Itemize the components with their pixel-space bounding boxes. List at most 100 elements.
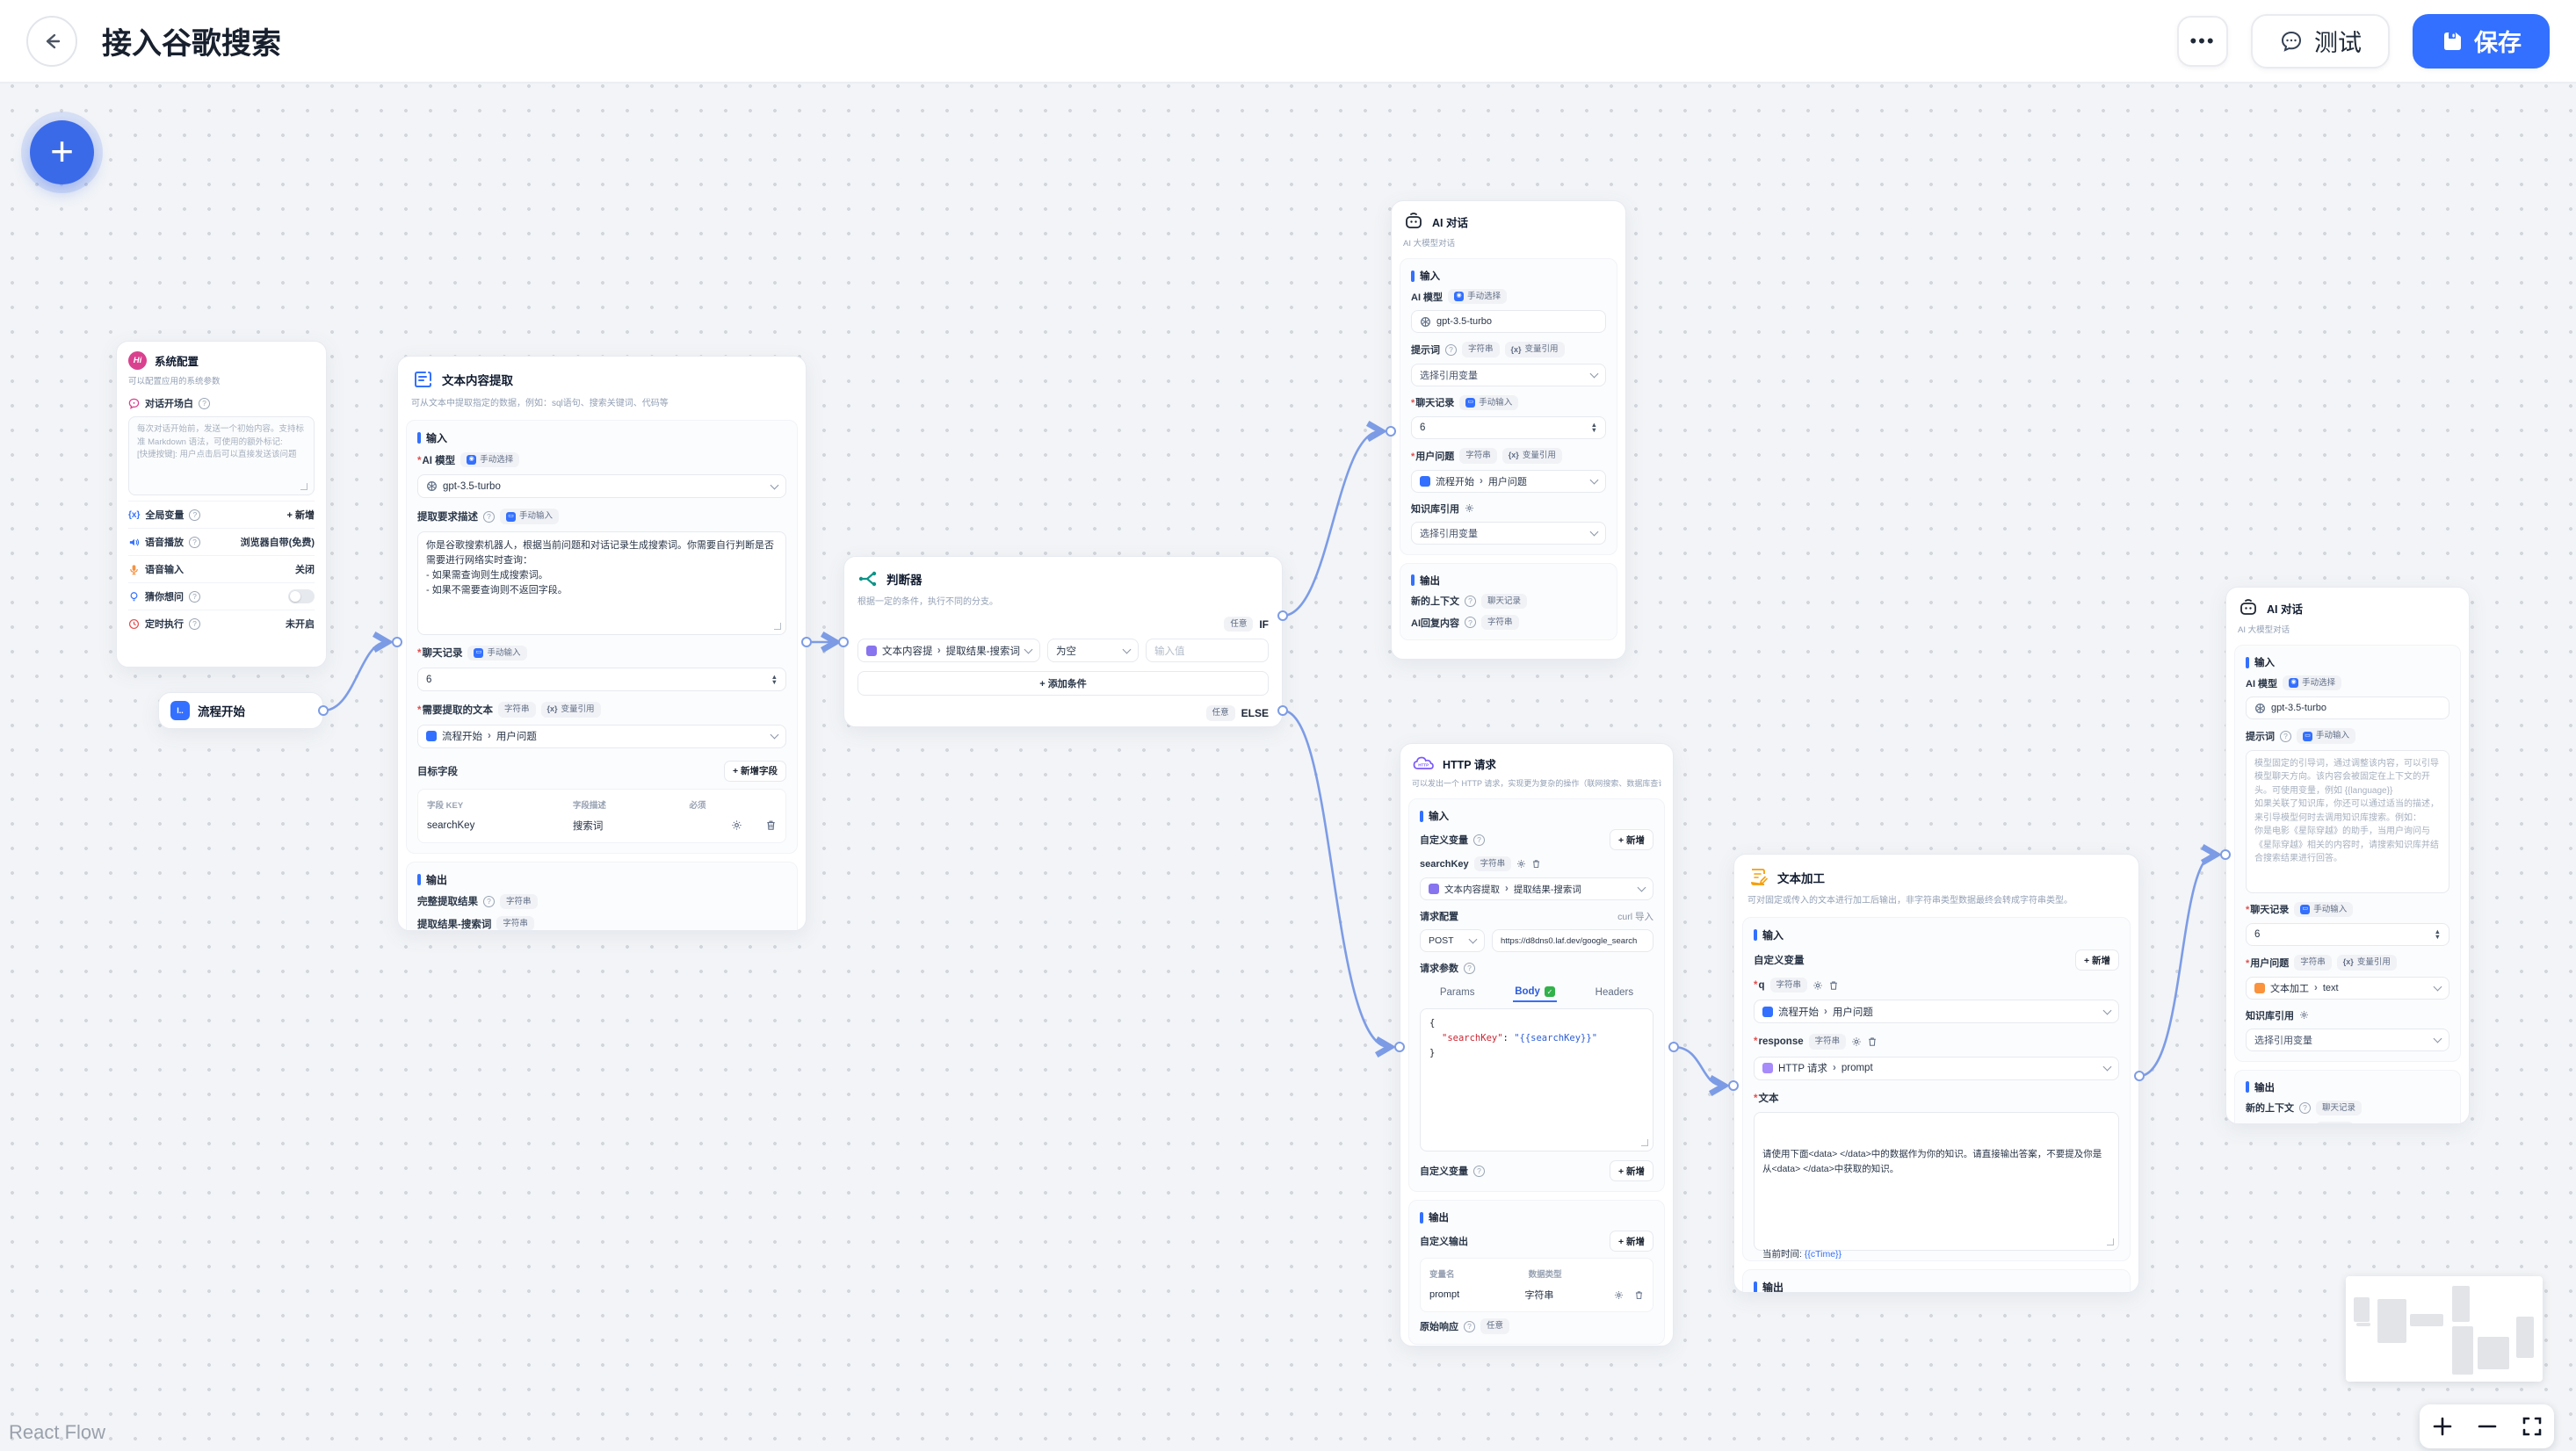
var-response-select[interactable]: HTTP 请求prompt: [1754, 1056, 2119, 1080]
handle-flow-start-out[interactable]: [318, 705, 329, 716]
welcome-textarea[interactable]: 每次对话开始前，发送一个初始内容。支持标准 Markdown 语法，可使用的额外…: [128, 416, 315, 495]
handle-extract-in[interactable]: [392, 637, 402, 647]
var-ref-badge[interactable]: {x}变量引用: [1501, 448, 1562, 464]
handle-http-out[interactable]: [1668, 1042, 1679, 1052]
manual-input-badge[interactable]: ▭手动输入: [500, 509, 560, 524]
node-ai-chat-right[interactable]: AI 对话 AI 大模型对话 输入 AI 模型 ◉手动选择 gpt-3.5-tu…: [2225, 587, 2470, 1124]
node-text-process[interactable]: 文本加工 可对固定或传入的文本进行加工后输出，非字符串类型数据最终会转成字符串类…: [1733, 854, 2139, 1293]
require-textarea[interactable]: 你是谷歌搜索机器人，根据当前问题和对话记录生成搜索词。你需要自行判断是否需要进行…: [417, 531, 786, 635]
add-custom-var-button[interactable]: + 新增: [2074, 949, 2119, 971]
chat-history-input[interactable]: 6: [417, 668, 786, 692]
node-http-request[interactable]: HTTP HTTP 请求 可以发出一个 HTTP 请求，实现更为复杂的操作（联网…: [1400, 743, 1674, 1346]
var-ref-badge[interactable]: {x}变量引用: [2336, 955, 2397, 971]
condition-value-input[interactable]: 输入值: [1146, 639, 1269, 663]
zoom-out-icon[interactable]: [2476, 1415, 2499, 1438]
add-field-button[interactable]: + 新增字段: [723, 760, 786, 782]
gear-icon[interactable]: [1614, 1290, 1624, 1300]
kb-ref-select[interactable]: 选择引用变量: [2246, 1028, 2449, 1051]
handle-ai-top-in[interactable]: [1386, 426, 1396, 437]
condition-variable-select[interactable]: 文本内容提取提取结果-搜索词: [857, 639, 1040, 663]
more-button[interactable]: •••: [2177, 15, 2228, 67]
resize-handle-icon[interactable]: [1641, 1139, 1648, 1147]
node-ai-chat-top[interactable]: AI 对话 AI 大模型对话 输入 AI 模型 ◉手动选择 gpt-3.5-tu…: [1391, 200, 1626, 660]
react-flow-attribution[interactable]: React Flow: [9, 1421, 106, 1443]
curl-import-button[interactable]: curl 导入: [1617, 911, 1653, 922]
manual-select-badge[interactable]: ◉手动选择: [2283, 675, 2342, 691]
text-template-editor[interactable]: 请使用下面<data> </data>中的数据作为你的知识。请直接输出答案，不要…: [1754, 1111, 2119, 1260]
prompt-textarea[interactable]: 模型固定的引导词，通过调整该内容，可以引导模型聊天方向。该内容会被固定在上下文的…: [2246, 749, 2449, 893]
resize-handle-icon[interactable]: [300, 483, 308, 490]
handle-ai-right-in[interactable]: [2220, 849, 2231, 860]
manual-select-badge[interactable]: ◉手动选择: [1448, 289, 1508, 305]
gear-icon[interactable]: [731, 819, 742, 831]
var-ref-select[interactable]: 文本内容提取提取结果-搜索词: [1420, 877, 1653, 901]
node-flow-start[interactable]: I.. 流程开始: [158, 692, 323, 729]
any-badge[interactable]: 任意: [1205, 705, 1235, 721]
model-select[interactable]: gpt-3.5-turbo: [417, 474, 786, 499]
handle-condition-if-out[interactable]: [1277, 610, 1288, 621]
add-custom-var-button[interactable]: + 新增: [1609, 829, 1653, 850]
trash-icon[interactable]: [1634, 1290, 1644, 1300]
gear-icon[interactable]: [1813, 980, 1823, 991]
tts-row[interactable]: 语音播放 浏览器自带(免费): [128, 528, 315, 549]
minimap[interactable]: [2346, 1276, 2543, 1382]
condition-operator-select[interactable]: 为空: [1047, 639, 1139, 663]
stt-row[interactable]: 语音输入 关闭: [128, 555, 315, 576]
resize-handle-icon[interactable]: [774, 622, 781, 630]
stepper-icon[interactable]: [1591, 422, 1597, 433]
manual-input-badge[interactable]: ▭手动输入: [2294, 901, 2354, 918]
handle-text-process-in[interactable]: [1728, 1080, 1739, 1091]
resize-handle-icon[interactable]: [2107, 1238, 2114, 1245]
gear-icon[interactable]: [1851, 1036, 1862, 1047]
manual-input-badge[interactable]: ▭手动输入: [2297, 728, 2356, 744]
chat-history-input[interactable]: 6: [1411, 416, 1606, 440]
source-select[interactable]: 流程开始用户问题: [417, 724, 786, 748]
trash-icon[interactable]: [1531, 859, 1541, 869]
chat-history-input[interactable]: 6: [2246, 923, 2449, 947]
kb-ref-select[interactable]: 选择引用变量: [1411, 521, 1606, 545]
body-json-editor[interactable]: { "searchKey": "{{searchKey}}" }: [1420, 1008, 1653, 1152]
manual-input-badge[interactable]: ▭手动输入: [1459, 394, 1519, 411]
gear-icon[interactable]: [2299, 1010, 2309, 1020]
trash-icon[interactable]: [765, 819, 777, 831]
var-q-select[interactable]: 流程开始用户问题: [1754, 1000, 2119, 1024]
url-input[interactable]: https://d8dns0.laf.dev/google_search: [1492, 929, 1653, 953]
tab-params[interactable]: Params: [1439, 987, 1475, 999]
method-select[interactable]: POST: [1420, 929, 1485, 953]
handle-condition-in[interactable]: [838, 637, 849, 647]
test-button[interactable]: 测试: [2251, 13, 2390, 69]
stepper-icon[interactable]: [2435, 929, 2441, 940]
handle-http-in[interactable]: [1394, 1042, 1405, 1052]
manual-input-badge[interactable]: ▭手动输入: [467, 645, 527, 661]
prompt-var-select[interactable]: 选择引用变量: [1411, 363, 1606, 386]
add-node-button[interactable]: +: [30, 120, 94, 184]
node-text-extract[interactable]: 文本内容提取 可从文本中提取指定的数据，例如：sql语句、搜索关键词、代码等 输…: [397, 356, 807, 931]
user-question-select[interactable]: 文本加工text: [2246, 976, 2449, 1000]
add-condition-button[interactable]: + 添加条件: [857, 671, 1269, 697]
model-select[interactable]: gpt-3.5-turbo: [2246, 697, 2449, 720]
add-custom-var-button[interactable]: + 新增: [1609, 1160, 1653, 1182]
fit-view-icon[interactable]: [2521, 1415, 2543, 1438]
trash-icon[interactable]: [1867, 1036, 1878, 1047]
gear-icon[interactable]: [1516, 859, 1526, 869]
zoom-in-icon[interactable]: [2431, 1415, 2454, 1438]
manual-select-badge[interactable]: ◉手动选择: [460, 452, 520, 468]
user-question-select[interactable]: 流程开始用户问题: [1411, 469, 1606, 493]
add-global-var[interactable]: + 新增: [286, 510, 315, 521]
global-var-row[interactable]: {x}全局变量 + 新增: [128, 501, 315, 522]
var-ref-badge[interactable]: {x}变量引用: [540, 702, 601, 718]
save-button[interactable]: 保存: [2413, 13, 2550, 69]
node-system-config[interactable]: Hi 系统配置 可以配置应用的系统参数 对话开场白 每次对话开始前，发送一个初始…: [116, 341, 327, 668]
trash-icon[interactable]: [1828, 980, 1839, 991]
add-output-button[interactable]: + 新增: [1609, 1231, 1653, 1252]
tab-headers[interactable]: Headers: [1595, 987, 1634, 999]
guess-row[interactable]: 猜你想问: [128, 582, 315, 603]
handle-condition-else-out[interactable]: [1277, 705, 1288, 716]
handle-extract-out[interactable]: [801, 637, 812, 647]
stepper-icon[interactable]: [771, 675, 778, 685]
guess-toggle[interactable]: [288, 589, 315, 603]
var-ref-badge[interactable]: {x}变量引用: [1504, 342, 1565, 357]
model-select[interactable]: gpt-3.5-turbo: [1411, 310, 1606, 334]
node-condition[interactable]: 判断器 根据一定的条件，执行不同的分支。 任意 IF 文本内容提取提取结果-搜索…: [843, 556, 1283, 727]
